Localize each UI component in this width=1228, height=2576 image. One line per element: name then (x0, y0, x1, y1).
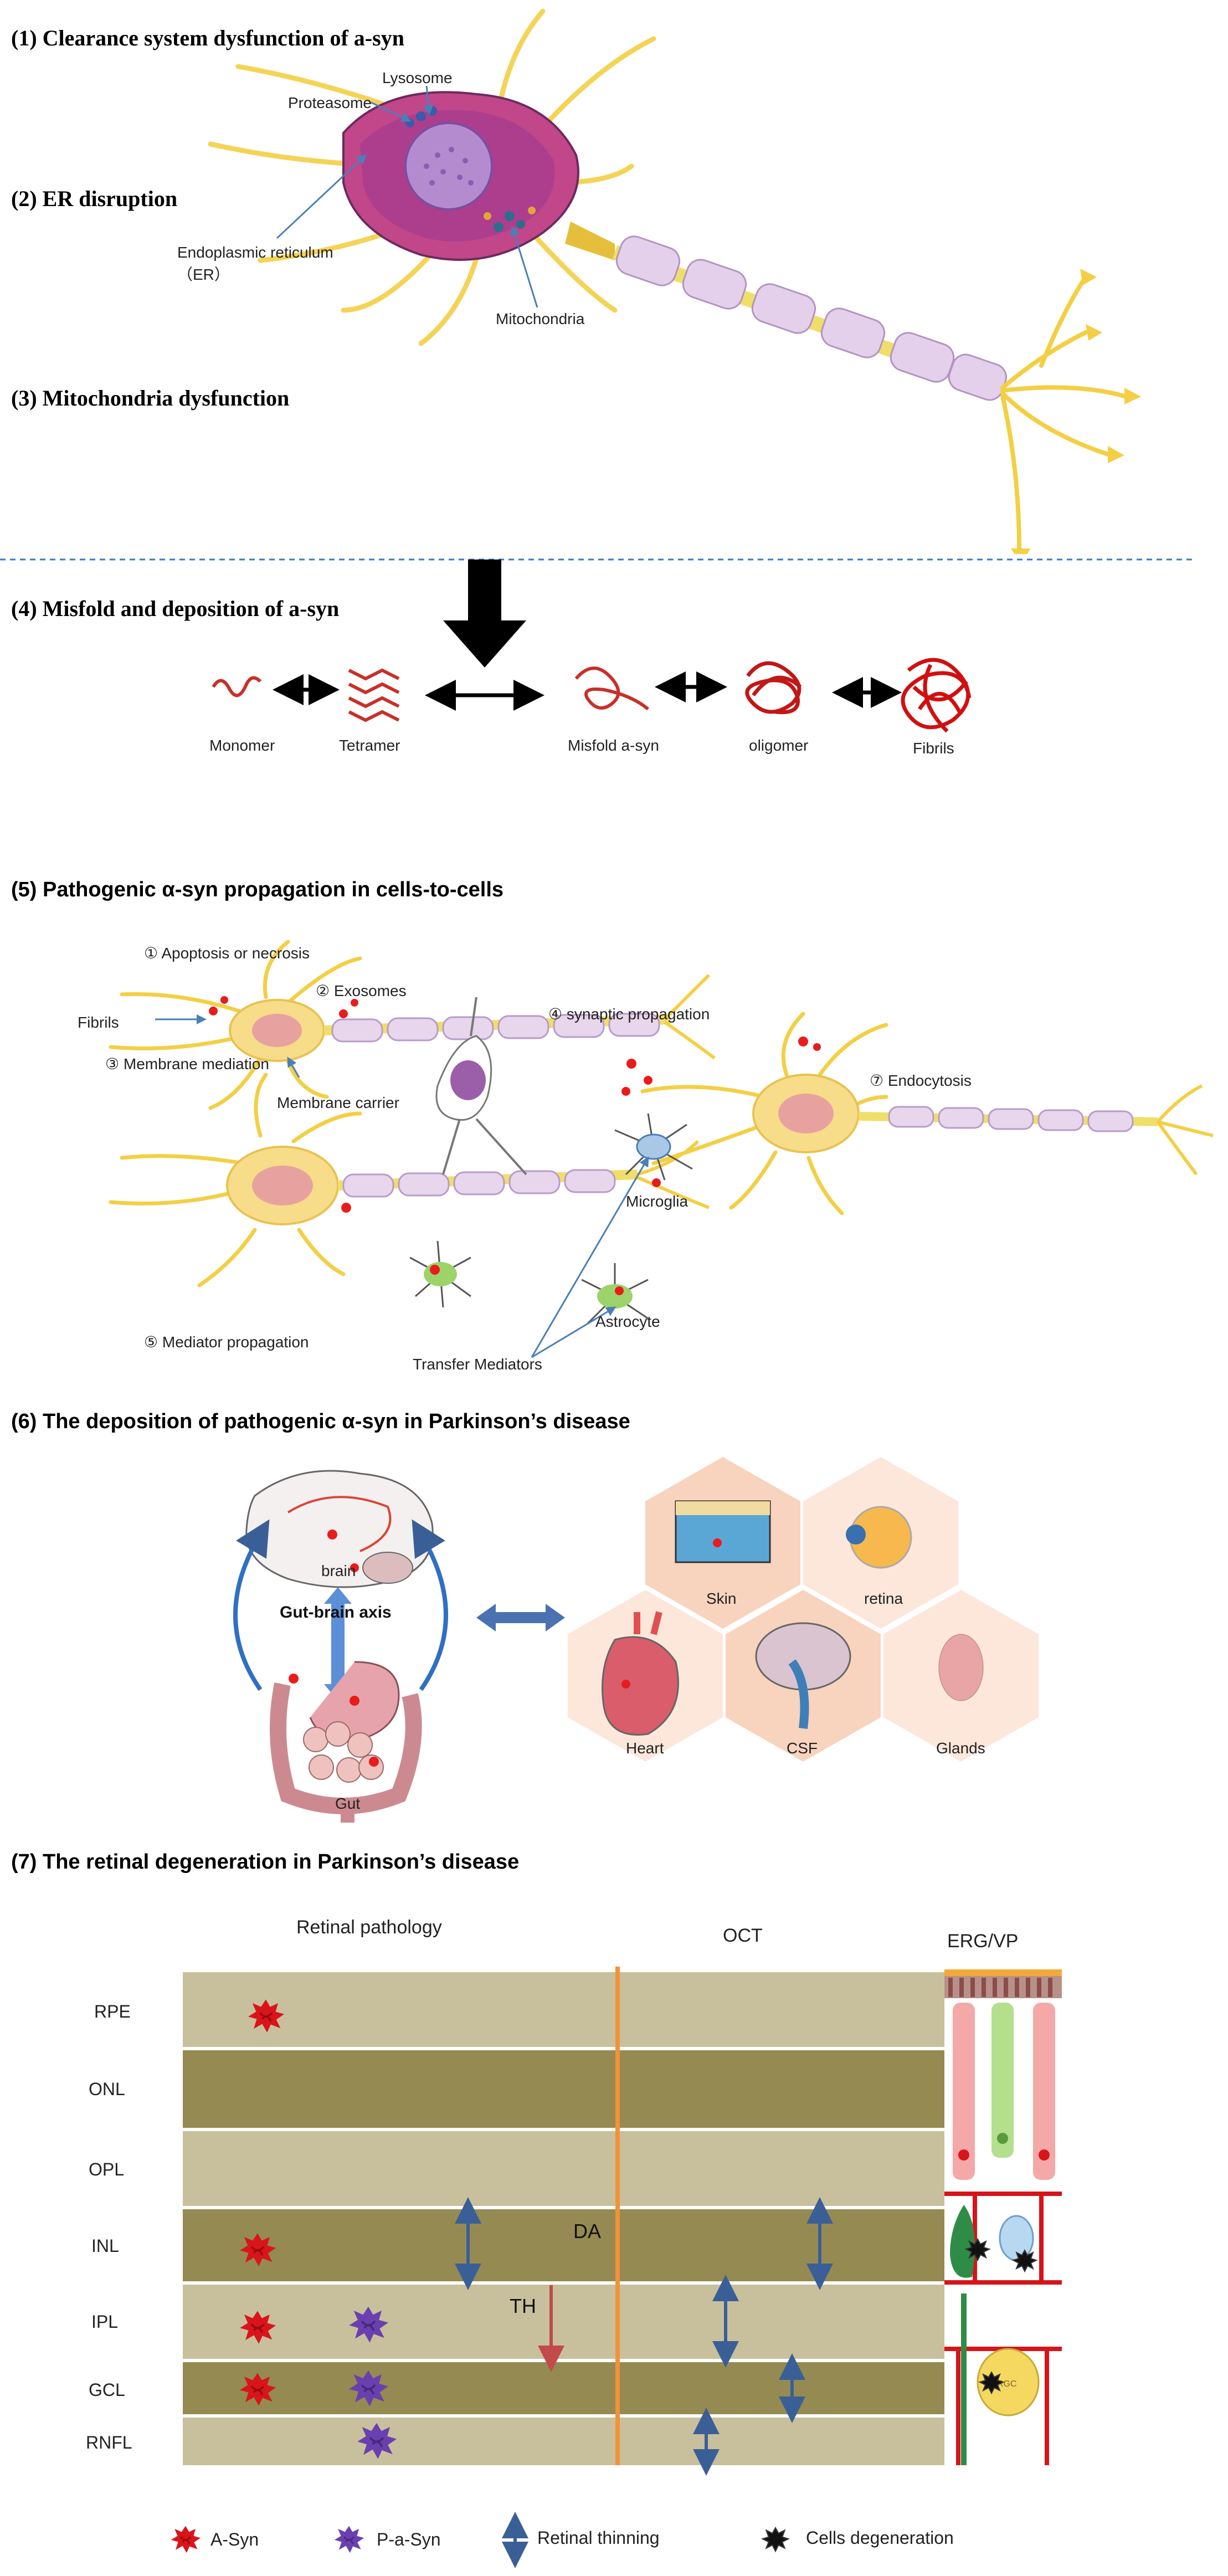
erg-panel: RGC (944, 1969, 1062, 2465)
marker-da: DA (573, 2220, 601, 2243)
legend-thinning-label: Retinal thinning (537, 2528, 660, 2548)
label-mediator: ⑤ Mediator propagation (144, 1333, 309, 1351)
label-membrane-carrier: Membrane carrier (277, 1094, 399, 1111)
label-proteasome: Proteasome (288, 94, 372, 111)
layer-label-onl: ONL (89, 2079, 125, 2099)
hex-heart (568, 1590, 723, 1762)
neuron-illustration: Lysosome Proteasome Endoplasmic reticulu… (177, 8, 1141, 554)
label-membrane-mediation: ③ Membrane mediation (105, 1055, 269, 1073)
section-6-title: (6) The deposition of pathogenic α-syn i… (11, 1410, 630, 1433)
layer-label-gcl: GCL (89, 2380, 125, 2400)
label-monomer: Monomer (209, 737, 275, 754)
label-skin: Skin (706, 1590, 736, 1607)
label-tetramer: Tetramer (339, 737, 400, 754)
marker-th: TH (510, 2295, 536, 2317)
hex-glands (883, 1590, 1039, 1762)
label-lysosome: Lysosome (382, 69, 453, 86)
label-er: Endoplasmic reticulum (177, 244, 333, 261)
brain-illustration (245, 1470, 434, 1588)
aggregation-pathway: Monomer Tetramer Misfold a-syn oligomer … (209, 658, 972, 757)
astrocyte-cell-1 (409, 1240, 471, 1308)
hex-csf (726, 1590, 881, 1762)
label-misfold: Misfold a-syn (568, 737, 659, 754)
label-fibrils: Fibrils (913, 740, 954, 757)
label-fibrils-prop: Fibrils (78, 1014, 119, 1031)
nucleus (404, 122, 493, 211)
band-rpe (183, 1972, 944, 2047)
oligomer-shape (745, 661, 802, 715)
section-7-title: (7) The retinal degeneration in Parkinso… (11, 1850, 520, 1874)
big-down-arrow (443, 560, 526, 668)
label-synaptic: ④ synaptic propagation (548, 1005, 710, 1023)
layer-label-opl: OPL (89, 2159, 124, 2179)
label-exosomes: ② Exosomes (316, 982, 407, 999)
label-retina: retina (864, 1590, 903, 1607)
label-astrocyte: Astrocyte (595, 1313, 660, 1330)
band-rnfl (183, 2418, 944, 2465)
header-retinal-pathology: Retinal pathology (296, 1917, 442, 1938)
band-inl (183, 2209, 944, 2281)
legend: A-Syn P-a-Syn Retinal thinning Cells deg… (170, 2512, 954, 2568)
label-endocytosis: ⑦ Endocytosis (870, 1072, 972, 1089)
astrocyte-cell-2 (581, 1263, 649, 1325)
layer-label-rpe: RPE (94, 2002, 131, 2021)
legend-degeneration-label: Cells degeneration (806, 2528, 954, 2548)
section-3-title: (3) Mitochondria dysfunction (11, 386, 290, 410)
separator (0, 558, 1196, 668)
band-opl (183, 2131, 944, 2206)
legend-asyn-icon (170, 2525, 202, 2554)
band-onl (183, 2050, 944, 2128)
gut-illustration (270, 1661, 422, 1823)
label-heart: Heart (626, 1739, 664, 1757)
misfold-shape (574, 666, 649, 711)
fibrils-shape (901, 658, 972, 733)
label-brain: brain (321, 1562, 356, 1579)
section-5-title: (5) Pathogenic α-syn propagation in cell… (11, 878, 504, 901)
section-1-title: (1) Clearance system dysfunction of a-sy… (11, 25, 404, 50)
label-oligomer: oligomer (749, 737, 808, 754)
section-4-title: (4) Misfold and deposition of a-syn (11, 596, 340, 621)
label-er-abbrev: （ER） (177, 266, 230, 283)
monomer-shape (212, 676, 262, 697)
header-erg: ERG/VP (947, 1931, 1018, 1952)
propagation-illustration: ① Apoptosis or necrosis ② Exosomes Fibri… (78, 940, 1214, 1373)
label-transfer: Transfer Mediators (413, 1356, 542, 1373)
microglia-cell (614, 1113, 693, 1181)
band-gcl (183, 2362, 944, 2414)
legend-pasyn-label: P-a-Syn (377, 2529, 441, 2549)
tetramer-shape (348, 668, 400, 722)
hex-retina (803, 1457, 958, 1629)
organ-link-arrow (476, 1604, 565, 1631)
myelin-sheath (615, 235, 1008, 401)
layer-label-ipl: IPL (91, 2312, 118, 2332)
legend-degeneration-icon (762, 2527, 789, 2552)
retinal-degeneration-diagram: Retinal pathology OCT ERG/VP RPE ONL OPL… (86, 1917, 1062, 2568)
header-oct: OCT (723, 1925, 763, 1946)
label-gut-brain-axis: Gut-brain axis (280, 1603, 392, 1621)
retina-layers (183, 1972, 944, 2465)
label-glands: Glands (936, 1739, 985, 1757)
band-ipl (183, 2285, 944, 2359)
label-microglia: Microglia (626, 1193, 688, 1210)
label-mitochondria: Mitochondria (496, 310, 585, 327)
label-gut: Gut (335, 1795, 360, 1812)
layer-label-inl: INL (91, 2236, 119, 2256)
section-2-title: (2) ER disruption (11, 186, 178, 211)
hex-skin (645, 1457, 800, 1629)
label-apoptosis: ① Apoptosis or necrosis (144, 945, 310, 962)
legend-pasyn-icon (333, 2525, 365, 2554)
layer-label-rnfl: RNFL (86, 2433, 132, 2452)
organ-deposition-diagram: brain Gut-brain axis Gut Skin retina Hea (233, 1457, 1039, 1823)
label-csf: CSF (787, 1739, 818, 1757)
legend-asyn-label: A-Syn (210, 2529, 259, 2549)
